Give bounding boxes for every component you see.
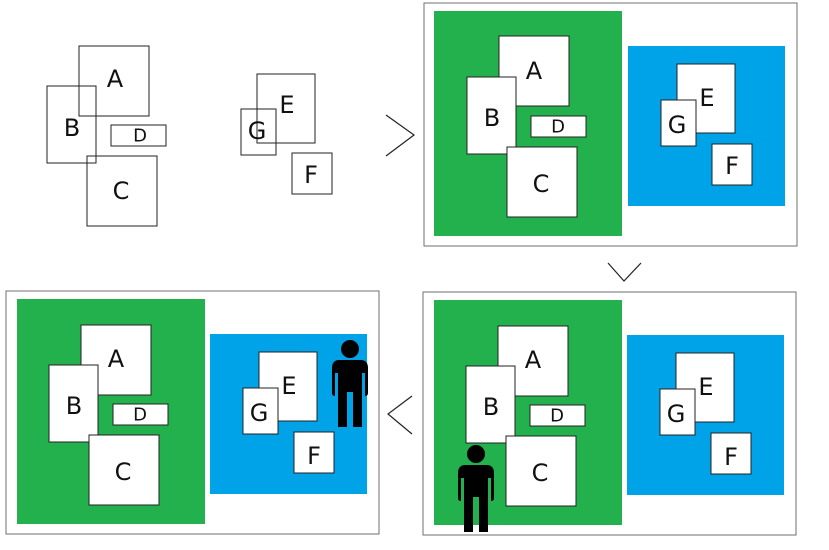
label-a: A <box>107 65 124 93</box>
label-e: E <box>279 91 294 119</box>
left-chevron <box>387 395 413 435</box>
label-a: A <box>526 57 543 85</box>
box-c <box>88 434 160 506</box>
label-c: C <box>113 177 130 205</box>
label-g: G <box>248 117 267 145</box>
step-3-person-on-green: A B D C E G F <box>422 291 797 536</box>
box-d <box>110 124 167 147</box>
box-d <box>529 404 586 427</box>
box-a <box>78 45 150 117</box>
box-g <box>240 108 277 156</box>
box-f <box>711 143 753 186</box>
label-d: D <box>133 126 147 147</box>
step-1-ungrouped: A B D C E G F <box>46 45 333 227</box>
label-b: B <box>66 392 82 420</box>
label-b: B <box>483 393 499 421</box>
label-e: E <box>699 84 714 112</box>
box-f <box>710 432 752 475</box>
box-b <box>466 76 517 155</box>
step-4-person-on-blue: A B D C E G F <box>5 290 380 535</box>
box-f <box>293 431 335 474</box>
box-b <box>465 365 516 444</box>
label-c: C <box>533 170 550 198</box>
label-f: F <box>724 443 738 471</box>
label-b: B <box>64 114 80 142</box>
box-g <box>659 388 696 436</box>
box-c <box>86 155 158 227</box>
label-c: C <box>115 458 132 486</box>
label-d: D <box>551 117 565 138</box>
label-e: E <box>698 373 713 401</box>
box-b <box>46 85 97 164</box>
label-f: F <box>304 161 318 189</box>
label-g: G <box>668 111 687 139</box>
label-b: B <box>484 104 500 132</box>
label-a: A <box>108 345 125 373</box>
right-chevron <box>385 114 416 157</box>
label-e: E <box>281 372 296 400</box>
label-g: G <box>667 400 686 428</box>
step-2-grouped: A B D C E G F <box>423 2 798 247</box>
box-c <box>505 435 577 507</box>
box-g <box>660 99 697 147</box>
label-d: D <box>550 406 564 427</box>
label-f: F <box>307 442 321 470</box>
box-b <box>48 364 99 443</box>
box-d <box>112 403 169 426</box>
label-c: C <box>532 459 549 487</box>
label-d: D <box>133 405 147 426</box>
box-f <box>291 152 333 195</box>
label-a: A <box>525 346 542 374</box>
label-f: F <box>725 152 739 180</box>
label-g: G <box>250 399 269 427</box>
box-c <box>506 146 578 218</box>
box-g <box>242 387 279 435</box>
down-chevron <box>607 262 642 282</box>
box-d <box>530 115 587 138</box>
